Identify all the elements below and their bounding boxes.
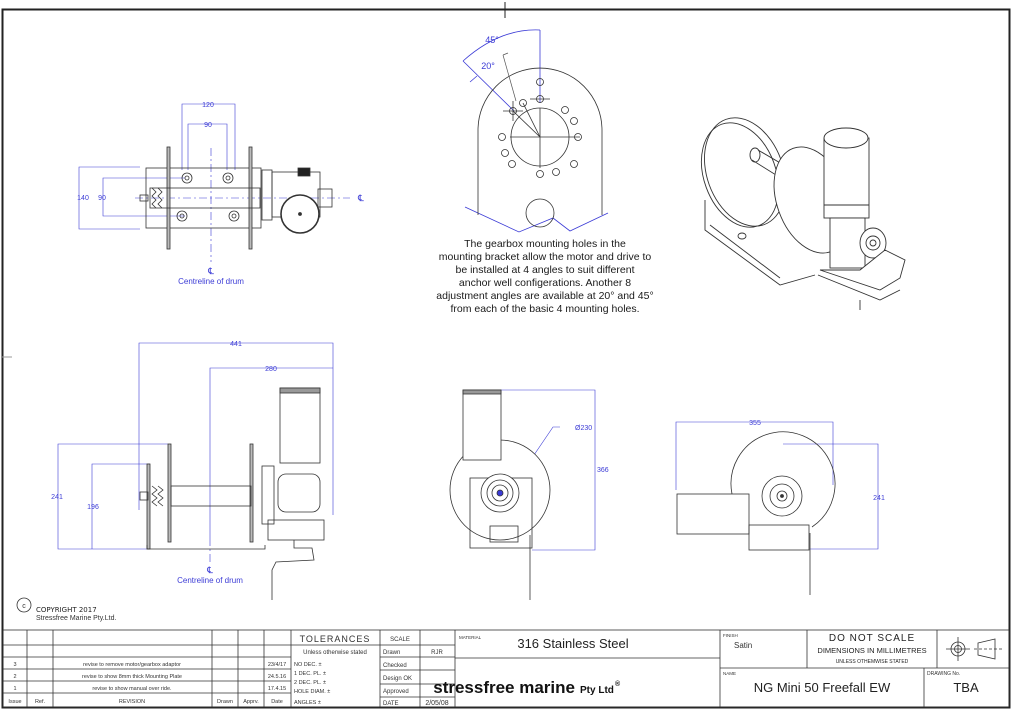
rev-header-issue: Issue (8, 699, 21, 705)
dimensions-unit-notice: DIMENSIONS IN MILLIMETRES (817, 646, 926, 655)
centreline-label-side: Centreline of drum (177, 576, 243, 585)
rev-issue-3: 3 (13, 662, 16, 668)
dim-90-side: 90 (98, 195, 106, 202)
finish-label: FINISH (723, 633, 738, 638)
drawn-value: RJR (431, 650, 443, 656)
centreline-symbol-side: ℄ (206, 565, 213, 575)
do-not-scale-notice: DO NOT SCALE (829, 633, 915, 644)
rev-date-2: 24.5.16 (268, 674, 286, 680)
svg-text:mounting bracket allow the mot: mounting bracket allow the motor and dri… (439, 251, 652, 263)
approved-label: Approved (383, 689, 409, 695)
tolerance-1-dec: 1 DEC. PL. ± (294, 671, 326, 677)
finish-value: Satin (734, 641, 752, 650)
rev-date-3: 23/4/17 (268, 662, 286, 668)
dim-196: 196 (87, 504, 99, 511)
dim-355: 355 (749, 420, 761, 427)
copyright-notice: c COPYRIGHT 2017 Stressfree Marine Pty.L… (16, 597, 116, 622)
svg-text:anchor well configerations. An: anchor well configerations. Another 8 (459, 277, 631, 289)
centreline-label-top: Centreline of drum (178, 277, 244, 286)
drawing-name: NG Mini 50 Freefall EW (754, 680, 891, 695)
drawing-no-value: TBA (953, 680, 979, 695)
mounting-bracket-detail: 45° 20° The ge (436, 29, 654, 315)
date-label: DATE (383, 701, 399, 707)
tolerance-angles: ANGLES ± (294, 700, 321, 706)
tolerance-2-dec: 2 DEC. PL. ± (294, 680, 326, 686)
svg-text:c: c (22, 603, 26, 610)
top-view: 120 90 140 90 ℄ ℄ Centreline of drum (77, 102, 364, 286)
isometric-view (701, 117, 906, 310)
title-block: 3 revise to remove motor/gearbox adaptor… (2, 629, 1010, 708)
dim-140: 140 (77, 195, 89, 202)
dim-diameter-230: Ø230 (575, 425, 592, 432)
rev-desc-3: revise to remove motor/gearbox adaptor (83, 662, 181, 668)
angle-20: 20° (481, 61, 495, 71)
rev-header-revision: REVISION (119, 699, 145, 705)
rev-header-drawn: Drawn (217, 699, 233, 705)
copyright-icon (16, 597, 32, 613)
drawn-label: Drawn (383, 650, 400, 656)
centreline-symbol-right: ℄ (357, 193, 364, 203)
dim-241-side: 241 (51, 494, 63, 501)
rev-header-approved: Apprv. (243, 699, 259, 705)
design-label: Design OK (383, 676, 412, 682)
rev-desc-2: revise to show 8mm thick Mounting Plate (82, 674, 182, 680)
svg-text:The gearbox mounting holes in: The gearbox mounting holes in the (464, 238, 626, 250)
company-logo: stressfree marine Pty Ltd ® (433, 678, 621, 697)
drawing-frame (1, 2, 1011, 709)
rev-desc-1: revise to show manual over ride. (92, 686, 172, 692)
dim-120: 120 (202, 102, 214, 109)
rev-header-date: Date (271, 699, 283, 705)
copyright-line2: Stressfree Marine Pty.Ltd. (36, 615, 116, 622)
mounting-note: The gearbox mounting holes in the mounti… (436, 238, 653, 315)
angle-45: 45° (485, 35, 499, 45)
company-registered-mark: ® (615, 680, 621, 688)
rev-issue-1: 1 (13, 686, 16, 692)
tolerance-no-dec: NO DEC. ± (294, 662, 321, 668)
company-name: stressfree marine (433, 678, 575, 697)
centreline-symbol-top: ℄ (207, 266, 214, 276)
checked-label: Checked (383, 663, 407, 669)
company-suffix: Pty Ltd (580, 685, 614, 696)
svg-text:from each of the basic 4 mount: from each of the basic 4 mounting holes. (450, 303, 639, 315)
tolerances-subheading: Unless otherwise stated (303, 650, 367, 656)
dim-280: 280 (265, 366, 277, 373)
rev-date-1: 17.4.15 (268, 686, 286, 692)
material-label: MATERIAL (459, 635, 482, 640)
date-value: 2/05/08 (425, 700, 448, 707)
copyright-line1: COPYRIGHT 2017 (36, 606, 97, 614)
svg-text:adjustment angles are availabl: adjustment angles are available at 20° a… (436, 290, 653, 302)
tolerance-hole: HOLE DIAM. ± (294, 689, 330, 695)
side-view: 441 280 241 196 ℄ Centreline of drum (51, 341, 334, 600)
rev-issue-2: 2 (13, 674, 16, 680)
third-angle-projection-icon (946, 637, 1002, 661)
rear-view: 355 241 (675, 420, 885, 595)
unless-stated-notice: UNLESS OTHEMWISE STATED (836, 659, 909, 665)
tolerances-heading: TOLERANCES (300, 634, 371, 644)
rev-header-ref: Ref. (35, 699, 46, 705)
drawing-no-label: DRAWING No. (927, 671, 960, 677)
dim-441: 441 (230, 341, 242, 348)
svg-text:be installed at 4 angles to su: be installed at 4 angles to suit differe… (455, 264, 634, 276)
dim-90-top: 90 (204, 122, 212, 129)
dim-366: 366 (597, 467, 609, 474)
name-label: NAME (723, 671, 736, 676)
dim-241-rear: 241 (873, 495, 885, 502)
scale-label: SCALE (390, 637, 410, 643)
material-value: 316 Stainless Steel (517, 636, 628, 651)
front-view: Ø230 366 (449, 389, 609, 600)
